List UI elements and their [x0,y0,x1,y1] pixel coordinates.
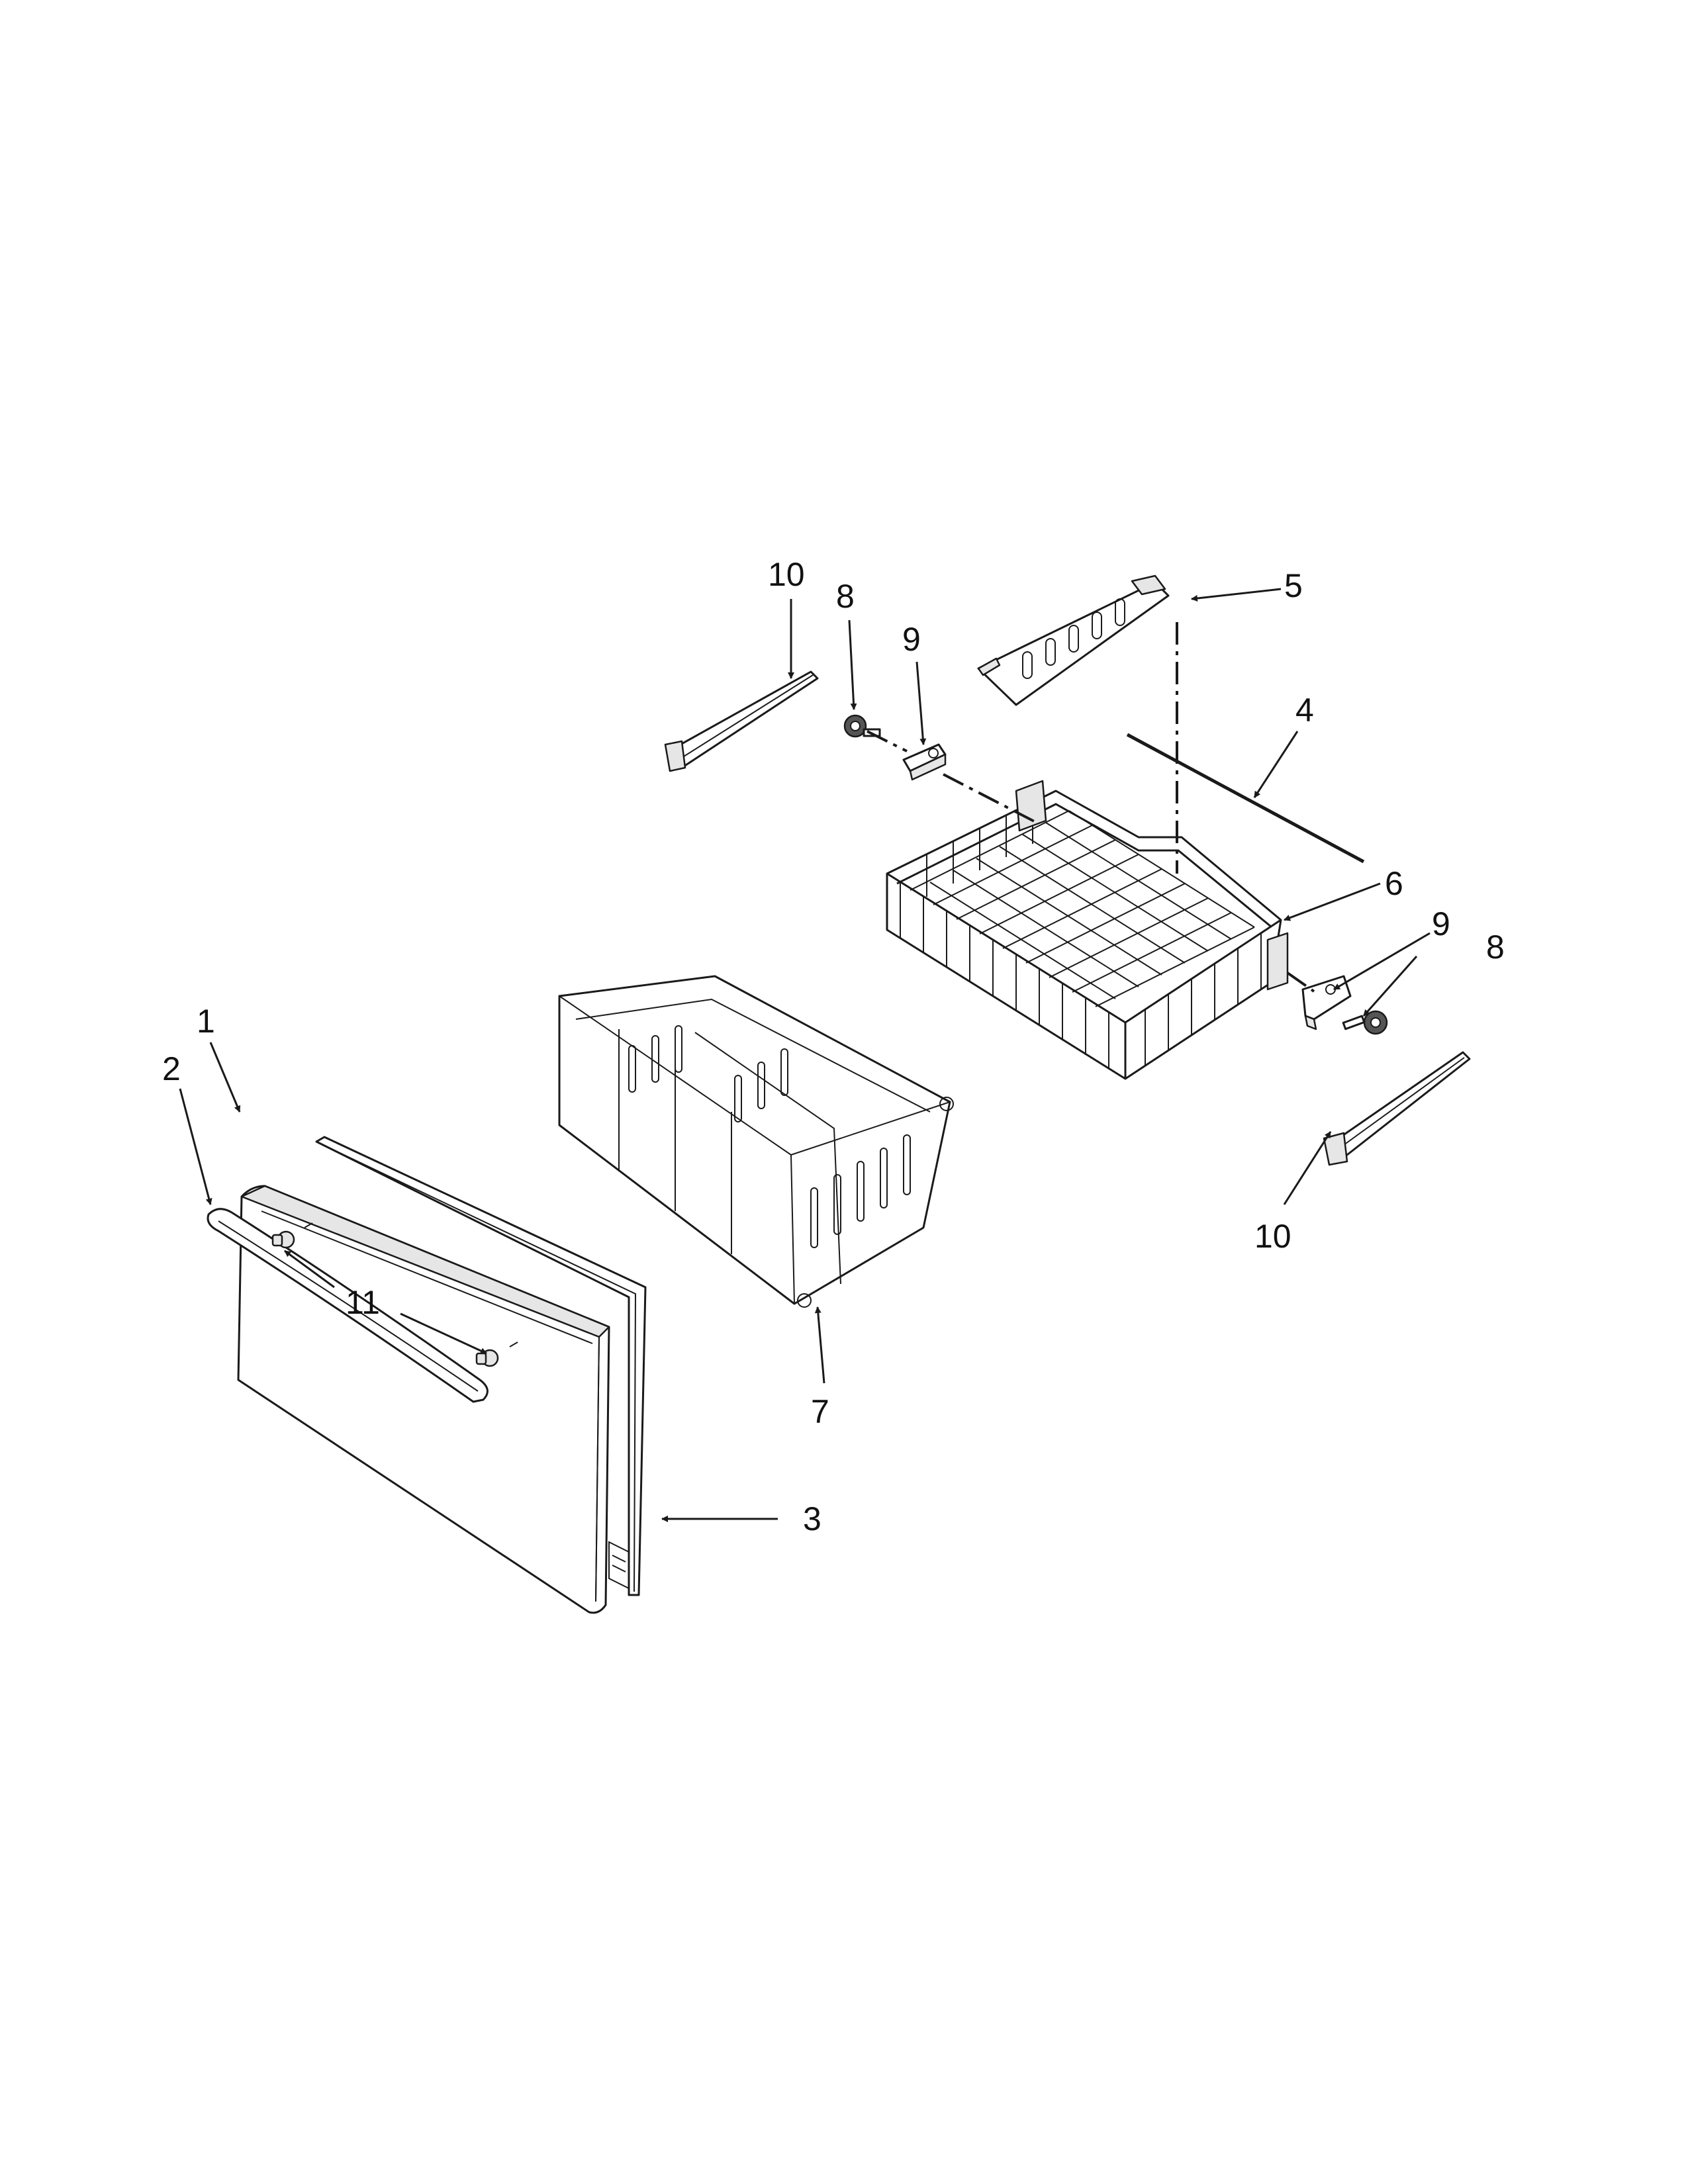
callout-5: 5 [1284,567,1303,604]
gear-upper-part [843,714,881,738]
drawer-handle-part [207,1208,489,1403]
callout-8-lower: 8 [1486,929,1505,966]
callout-2: 2 [162,1050,181,1087]
gear-lower-part [1342,1010,1388,1035]
callout-10-lower: 10 [1254,1218,1291,1255]
leader-lines [179,588,1430,1522]
callout-4: 4 [1295,692,1314,729]
wire-basket-part [886,780,1289,1080]
callout-9-lower: 9 [1432,905,1450,942]
callout-1: 1 [197,1003,215,1040]
callout-11: 11 [346,1284,380,1321]
callout-10-upper: 10 [768,556,805,593]
callout-6: 6 [1385,865,1403,902]
callout-8-upper: 8 [836,578,855,615]
bracket-upper-part [902,743,947,781]
slide-rail-upper-part [664,670,819,772]
slide-rail-lower-part [1323,1051,1471,1166]
assembly-line-bracket [943,773,1040,825]
basket-divider-part [977,574,1170,706]
rod-part [1126,733,1365,864]
callout-7: 7 [811,1393,829,1430]
assembly-line-gear-upper [867,730,908,752]
assembly-line-gear-lower [1286,972,1315,993]
door-gasket-part [315,1136,647,1596]
callout-9-upper: 9 [902,621,921,658]
callout-3: 3 [803,1500,821,1537]
lower-bin-part [558,975,954,1308]
